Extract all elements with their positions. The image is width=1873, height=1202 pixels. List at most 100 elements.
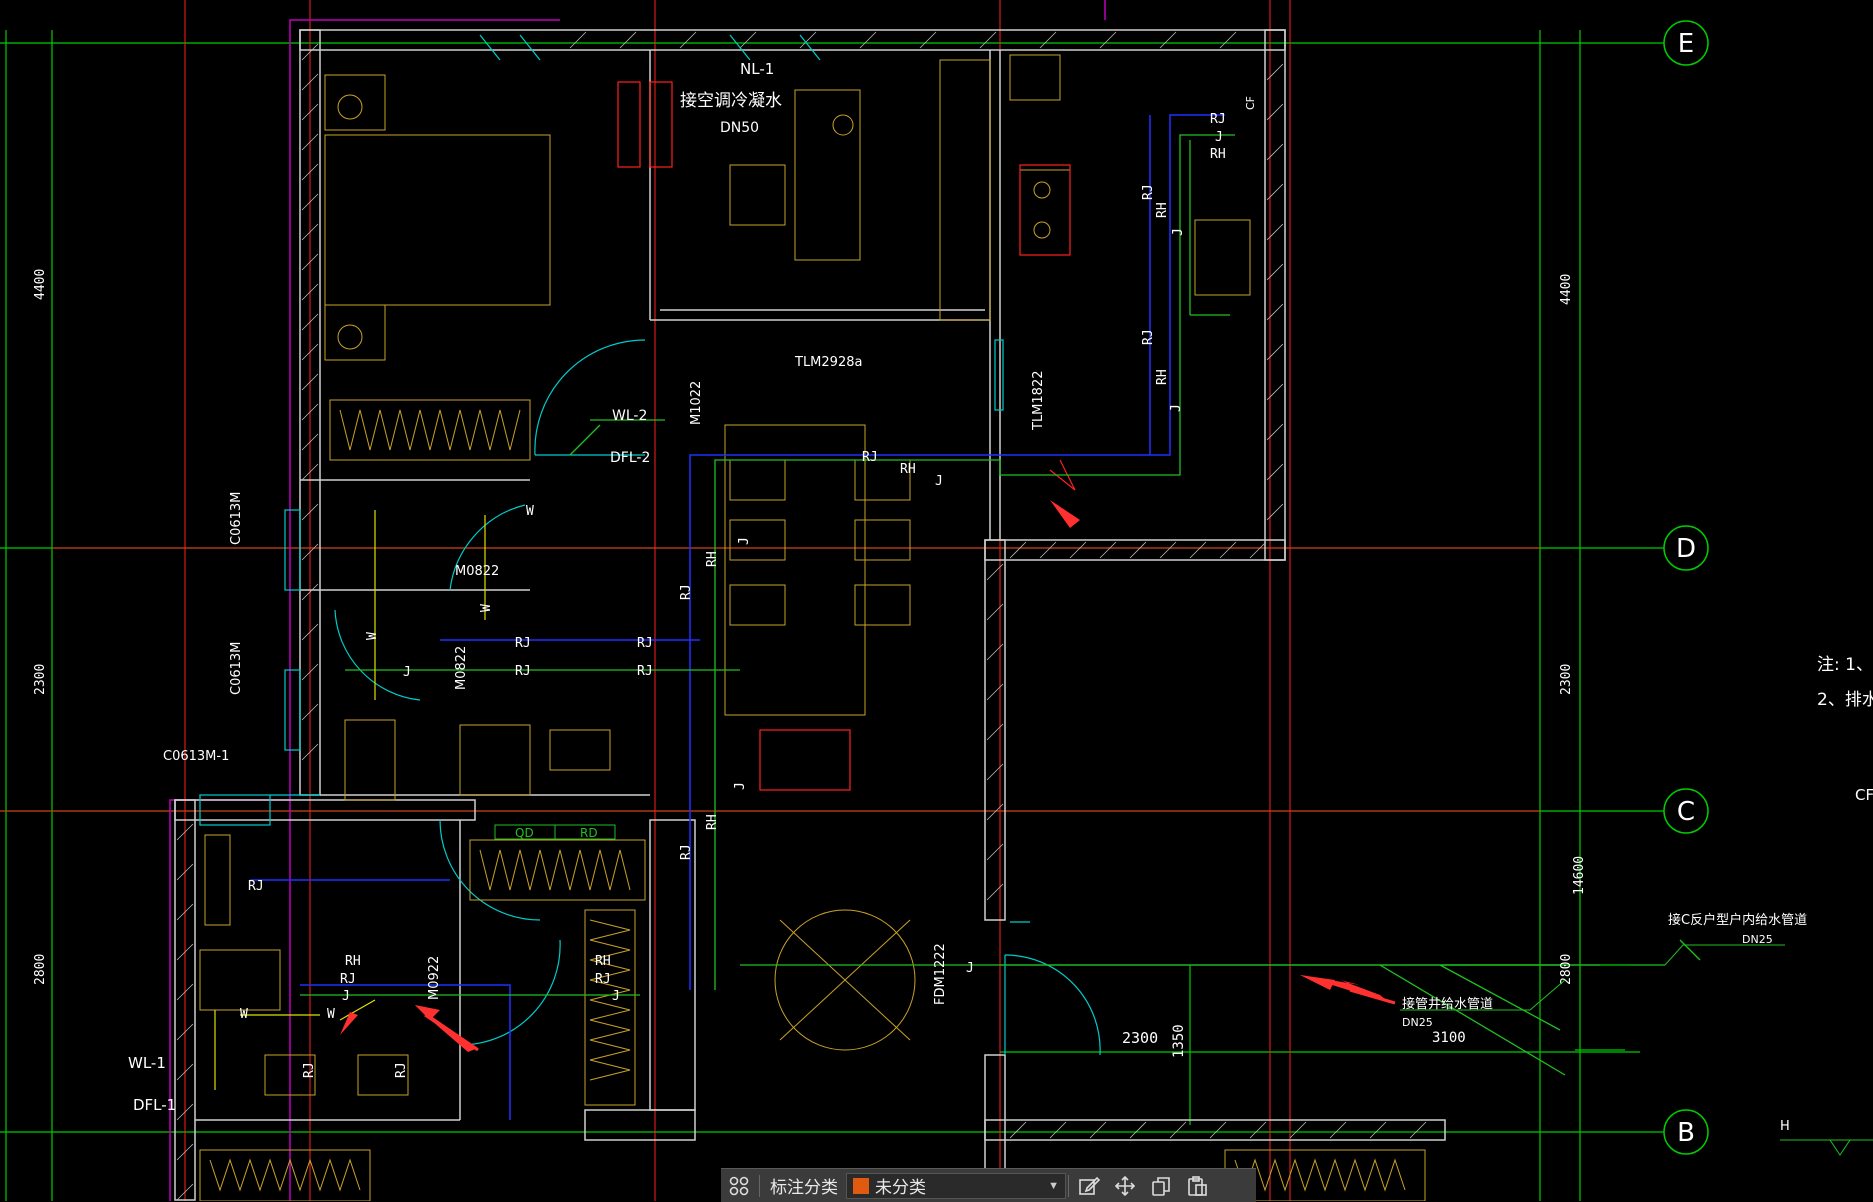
edit-icon (1079, 1176, 1100, 1195)
w-pipes (214, 510, 486, 1090)
red-arrow-line (1349, 988, 1396, 1005)
pipe-tag-w: W (327, 1007, 335, 1022)
category-dropdown[interactable]: 未分类 ▼ (846, 1172, 1066, 1199)
pipe-tag-w: W (240, 1007, 248, 1022)
pipe-tag-j: J (342, 989, 350, 1004)
pipe-tag-rj: RJ (340, 972, 356, 987)
dim-2300-bottom: 2300 (1122, 1029, 1158, 1047)
furniture-fixtures (199, 54, 1426, 1201)
paste-icon (1188, 1175, 1207, 1196)
pipe-tag-rj: RJ (302, 1062, 317, 1078)
pipe-tag-j: J (1215, 130, 1223, 145)
pipe-tag-rj: RJ (1141, 329, 1156, 345)
doors-windows (199, 34, 1101, 1056)
centerlines (0, 0, 1540, 1201)
pipe-tag-j: J (966, 961, 974, 976)
note-1: 注: 1、 (1817, 655, 1873, 675)
axis-label-d: D (1676, 534, 1696, 564)
dim-3100: 3100 (1432, 1030, 1466, 1046)
label-tlm2928: TLM2928a (794, 355, 862, 370)
label-cf-top: CF (1244, 96, 1257, 110)
note-2: 2、排水 (1817, 690, 1873, 710)
pipe-tag-rh: RH (1210, 147, 1226, 162)
dim-2800-left: 2800 (33, 954, 48, 985)
label-tlm1822: TLM1822 (1031, 371, 1046, 431)
chevron-down-icon: ▼ (1048, 1179, 1059, 1192)
axis-label-b: B (1677, 1118, 1695, 1148)
axis-bubble-b (1663, 1109, 1709, 1155)
pipe-tag-rh: RH (900, 462, 916, 477)
qd-rd-tags: QD RD (494, 824, 616, 840)
walls (174, 29, 1446, 1201)
axis-bubble-d (1663, 525, 1709, 571)
pipe-tag-j: J (612, 989, 620, 1004)
wall-hatching (176, 31, 1427, 1201)
pipe-tag-rh: RH (1155, 202, 1170, 218)
pipe-tag-rj: RJ (248, 879, 264, 894)
note-dn25a: DN25 (1742, 933, 1773, 946)
label-rd: RD (580, 826, 598, 840)
pipe-tag-w: W (479, 604, 494, 612)
axis-bubble-e (1663, 20, 1709, 66)
label-m0822a: M0822 (455, 564, 499, 579)
pipe-tags: RJ J RH RJ RH J RJ RH J RJ RH J RJ RH J … (240, 112, 1226, 1078)
copy-icon (1152, 1176, 1170, 1196)
j-pipes (300, 134, 1701, 1076)
annotation-notes: 注: 1、 2、排水 接C反户型户内给水管道 DN25 接管井给水管道 DN25 (1402, 655, 1873, 1029)
dim-2300-left: 2300 (33, 664, 48, 695)
pipe-tag-rj: RJ (862, 450, 878, 465)
pipe-tag-w: W (365, 632, 380, 640)
pipe-tag-rh: RH (705, 551, 720, 567)
ac-unit-boxes (617, 81, 1076, 791)
label-c0613m1: C0613M-1 (163, 749, 229, 764)
dimension-texts: 4400 2300 2800 4400 2300 14600 2800 2300… (33, 269, 1587, 1058)
dim-14600: 14600 (1572, 856, 1587, 895)
pipe-tag-rh: RH (1155, 369, 1170, 385)
pipe-tag-rj: RJ (637, 636, 653, 651)
note-pipe-well: 接管井给水管道 (1402, 996, 1493, 1012)
pipe-tag-j: J (403, 665, 411, 680)
move-button[interactable] (1107, 1169, 1143, 1202)
rj-pipes (250, 114, 1225, 1120)
pipe-tag-rj: RJ (394, 1062, 409, 1078)
edit-button[interactable] (1071, 1169, 1107, 1202)
axis-bubble-c (1663, 788, 1709, 834)
pipe-tag-rj: RJ (515, 636, 531, 651)
label-dn50: DN50 (720, 120, 759, 136)
room-labels: NL-1 接空调冷凝水 DN50 TLM2928a M1022 TLM1822 … (128, 60, 1873, 1134)
dim-2300-right: 2300 (1559, 664, 1574, 695)
note-dn25b: DN25 (1402, 1016, 1433, 1029)
grid-icon (729, 1176, 749, 1195)
move-icon (1114, 1175, 1136, 1196)
pipe-tag-rj: RJ (679, 844, 694, 860)
label-h: H (1780, 1119, 1790, 1134)
pipe-tag-rj: RJ (595, 972, 611, 987)
pipe-tag-rj: RJ (1141, 184, 1156, 200)
label-c0613m-b: C0613M (229, 642, 244, 695)
axis-label-e: E (1678, 29, 1694, 59)
axis-bubbles: E D C B (1663, 20, 1709, 1155)
level-triangle (1829, 1139, 1851, 1156)
label-wl2: WL-2 (612, 408, 647, 424)
annotation-toolbar: 标注分类 未分类 ▼ (721, 1168, 1256, 1202)
grid-menu-button[interactable] (721, 1169, 757, 1202)
category-label: 标注分类 (770, 1178, 838, 1197)
label-condensate: 接空调冷凝水 (680, 91, 782, 111)
pipe-tag-w: W (526, 504, 534, 519)
pipe-tag-rj: RJ (515, 664, 531, 679)
label-fdm1222: FDM1222 (933, 943, 948, 1005)
pipe-tag-j: J (737, 537, 752, 545)
label-m0922: M0922 (427, 956, 442, 1000)
pipe-tag-j: J (733, 782, 748, 790)
paste-button[interactable] (1179, 1169, 1215, 1202)
pipe-tag-rj: RJ (637, 664, 653, 679)
pipe-tag-j: J (1169, 404, 1184, 412)
dim-4400-right: 4400 (1559, 274, 1574, 305)
pipe-tag-rh: RH (345, 954, 361, 969)
note-connect-c: 接C反户型户内给水管道 (1668, 912, 1807, 928)
dim-1350: 1350 (1171, 1024, 1187, 1058)
label-c0613m-a: C0613M (229, 492, 244, 545)
copy-button[interactable] (1143, 1169, 1179, 1202)
pipe-tag-j: J (935, 474, 943, 489)
